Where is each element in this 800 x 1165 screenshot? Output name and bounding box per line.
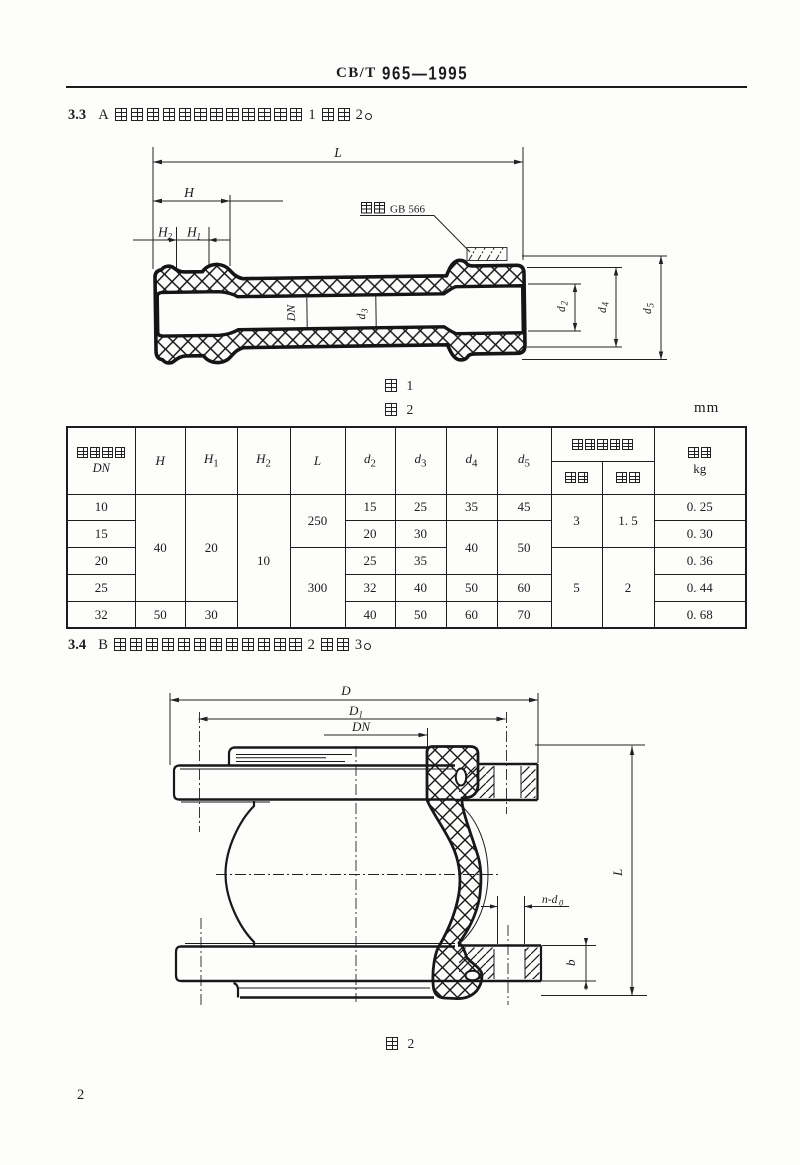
svg-text:2: 2 — [560, 301, 570, 306]
svg-text:4: 4 — [601, 302, 611, 307]
svg-text:5: 5 — [646, 303, 656, 308]
svg-text:H: H — [186, 225, 198, 240]
svg-text:0: 0 — [559, 898, 564, 908]
svg-text:DN: DN — [351, 719, 371, 734]
svg-text:1: 1 — [359, 710, 364, 720]
svg-text:GB 566: GB 566 — [390, 204, 426, 216]
svg-text:H: H — [183, 185, 195, 200]
svg-text:d: d — [354, 312, 368, 319]
svg-text:d: d — [642, 308, 654, 314]
svg-text:DN: DN — [284, 304, 298, 323]
svg-text:b: b — [563, 959, 578, 966]
svg-text:L: L — [333, 145, 342, 160]
svg-text:1: 1 — [197, 232, 202, 242]
svg-text:2: 2 — [168, 232, 173, 242]
svg-text:3: 3 — [359, 308, 369, 314]
svg-text:H: H — [157, 225, 169, 240]
svg-text:L: L — [610, 869, 625, 877]
svg-text:D: D — [340, 683, 351, 698]
svg-text:d: d — [597, 307, 609, 313]
svg-text:D: D — [348, 703, 359, 718]
svg-text:d: d — [556, 306, 568, 312]
svg-text:n-d: n-d — [542, 894, 558, 906]
